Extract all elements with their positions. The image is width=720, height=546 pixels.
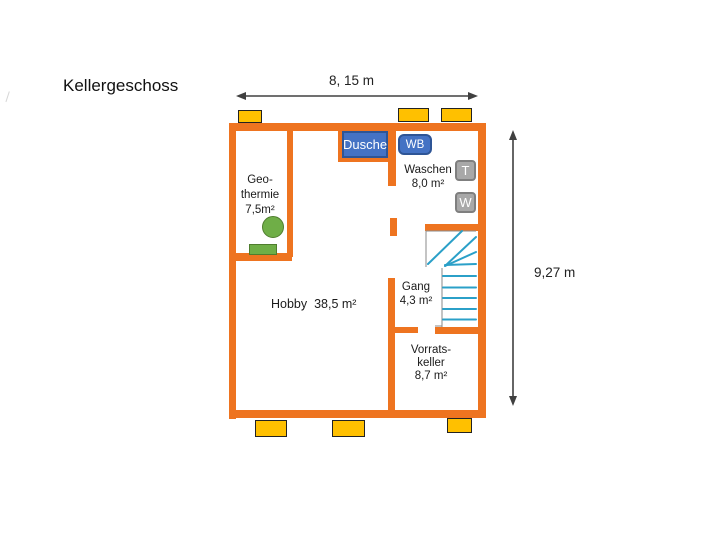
washer-label: W [459,195,472,210]
shower-left-wall [338,129,343,161]
outer-wall-right [478,123,486,418]
understair-wall [435,327,479,334]
middle-wall-lower [388,278,395,412]
window-top-left [238,110,262,123]
stray-mark [5,91,15,104]
stair-outline [425,230,476,327]
geothermal-unit-rect [249,244,277,255]
staircase [425,230,477,327]
outer-wall-top [229,123,486,131]
dryer-appliance: T [455,160,476,181]
window-bottom-left [255,420,287,437]
gang-label: Gang 4,3 m² [399,281,433,307]
window-bottom-middle [332,420,365,437]
washer-appliance: W [455,192,476,213]
dryer-label: T [461,163,470,178]
shower-label: Dusche [342,137,388,152]
geothermie-bottom-wall [233,253,292,261]
washbasin-label: WB [405,138,425,151]
gang-vorratskeller-wall [394,327,418,333]
geothermie-right-wall [287,129,293,257]
middle-wall-upper [388,128,396,186]
geothermie-label: Geo- thermie 7,5m² [240,174,280,216]
vorratskeller-label: Vorrats- keller 8,7 m² [410,344,452,382]
waschen-label: Waschen 8,0 m² [404,164,452,190]
stair-top-wall [425,224,478,231]
hobby-label: Hobby 38,5 m² [271,297,357,311]
height-dimension-label: 9,27 m [534,265,576,280]
geothermal-unit-circle [262,216,284,238]
window-top-middle [398,108,429,122]
outer-wall-bottom [229,410,486,418]
height-dimension-arrow [509,130,517,406]
middle-wall-stub [390,218,397,236]
outer-wall-left [229,123,236,419]
page-title: Kellergeschoss [63,76,179,95]
window-top-right [441,108,472,122]
shower-bottom-wall [338,156,392,162]
washbasin-fixture: WB [398,134,432,155]
width-dimension-label: 8, 15 m [329,73,375,88]
width-dimension-arrow [236,92,478,100]
stair-winder-treads [427,230,477,267]
shower-fixture: Dusche [342,131,388,158]
window-bottom-right [447,418,472,433]
